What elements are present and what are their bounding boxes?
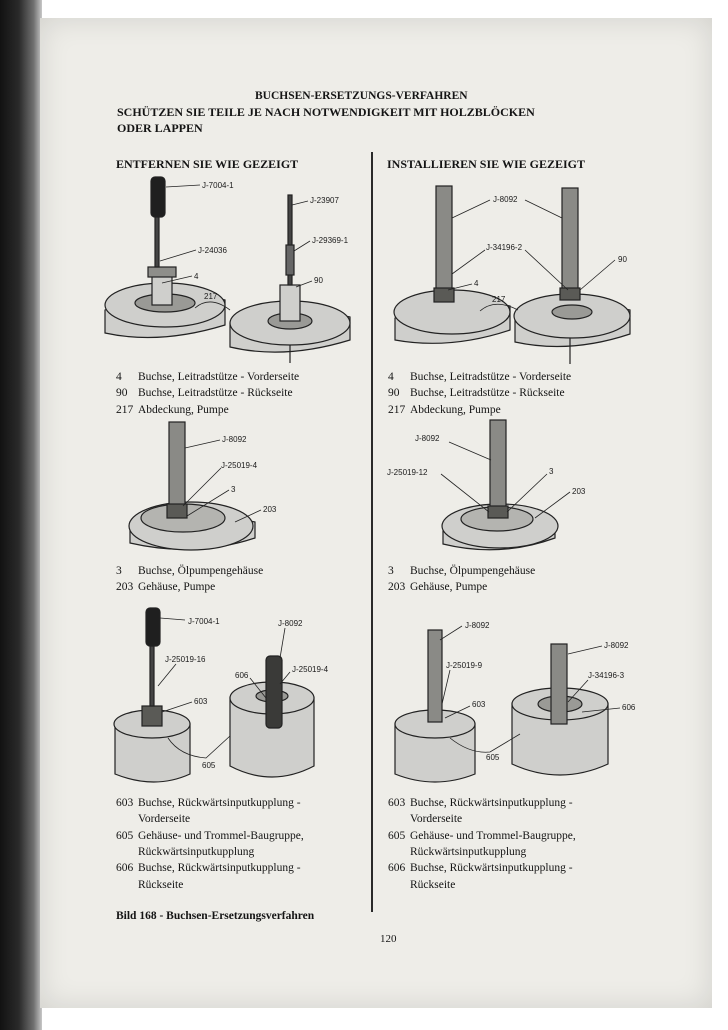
label-j-8092: J-8092 bbox=[278, 619, 303, 628]
label-j-23907: J-23907 bbox=[310, 196, 339, 205]
right-column-heading: INSTALLIEREN SIE WIE GEZEIGT bbox=[387, 157, 585, 171]
label-606: 606 bbox=[622, 703, 636, 712]
figure-remove-reverse-clutch-bushings: J-7004-1 J-25019-16 606 603 605 J-8092 J… bbox=[113, 607, 329, 783]
figure-remove-pump-body-bushing: J-8092 J-25019-4 3 203 bbox=[128, 421, 277, 551]
label-203: 203 bbox=[572, 487, 586, 496]
book-binding-shadow bbox=[0, 0, 42, 1030]
label-j-8092: J-8092 bbox=[222, 435, 247, 444]
left-column-heading: ENTFERNEN SIE WIE GEZEIGT bbox=[116, 157, 299, 171]
label-217: 217 bbox=[204, 292, 218, 301]
figure-install-pump-bushings: J-8092 J-34196-2 4 90 217 bbox=[393, 185, 631, 364]
label-4: 4 bbox=[474, 279, 479, 288]
label-j-34196-3: J-34196-3 bbox=[588, 671, 625, 680]
label-j-7004-1: J-7004-1 bbox=[202, 181, 234, 190]
subtitle-line-1: SCHÜTZEN SIE TEILE JE NACH NOTWENDIGKEIT… bbox=[117, 105, 535, 119]
page-number: 120 bbox=[380, 933, 397, 945]
label-j-8092: J-8092 bbox=[465, 621, 490, 630]
label-j-8092: J-8092 bbox=[493, 195, 518, 204]
label-605: 605 bbox=[486, 753, 500, 762]
label-217: 217 bbox=[492, 295, 506, 304]
label-3: 3 bbox=[549, 467, 554, 476]
page-title: BUCHSEN-ERSETZUNGS-VERFAHREN bbox=[255, 90, 468, 102]
label-j-7004-1: J-7004-1 bbox=[188, 617, 220, 626]
figure-remove-pump-bushings: J-7004-1 J-24036 4 J-23907 J-29369-1 90 … bbox=[104, 176, 351, 363]
label-j-25019-12: J-25019-12 bbox=[387, 468, 428, 477]
label-4: 4 bbox=[194, 272, 199, 281]
label-605: 605 bbox=[202, 761, 216, 770]
label-606: 606 bbox=[235, 671, 249, 680]
label-603: 603 bbox=[194, 697, 208, 706]
column-divider bbox=[371, 152, 373, 912]
figure-install-pump-body-bushing: J-8092 J-25019-12 3 203 bbox=[387, 419, 586, 551]
label-603: 603 bbox=[472, 700, 486, 709]
label-j-25019-4: J-25019-4 bbox=[221, 461, 258, 470]
label-j-25019-9: J-25019-9 bbox=[446, 661, 483, 670]
label-j-8092: J-8092 bbox=[415, 434, 440, 443]
label-3: 3 bbox=[231, 485, 236, 494]
figure-caption: Bild 168 - Buchsen-Ersetzungsverfahren bbox=[116, 910, 315, 922]
label-j-25019-16: J-25019-16 bbox=[165, 655, 206, 664]
label-203: 203 bbox=[263, 505, 277, 514]
label-j-24036: J-24036 bbox=[198, 246, 227, 255]
subtitle-line-2: ODER LAPPEN bbox=[117, 121, 203, 136]
label-j-8092: J-8092 bbox=[604, 641, 629, 650]
label-90: 90 bbox=[618, 255, 627, 264]
page-subtitle: SCHÜTZEN SIE TEILE JE NACH NOTWENDIGKEIT… bbox=[117, 104, 535, 136]
label-j-25019-4: J-25019-4 bbox=[292, 665, 329, 674]
label-j-34196-2: J-34196-2 bbox=[486, 243, 523, 252]
label-j-29369-1: J-29369-1 bbox=[312, 236, 349, 245]
label-90: 90 bbox=[314, 276, 323, 285]
figure-install-reverse-clutch-bushings: J-8092 J-25019-9 603 605 J-8092 J-34196-… bbox=[394, 621, 636, 783]
